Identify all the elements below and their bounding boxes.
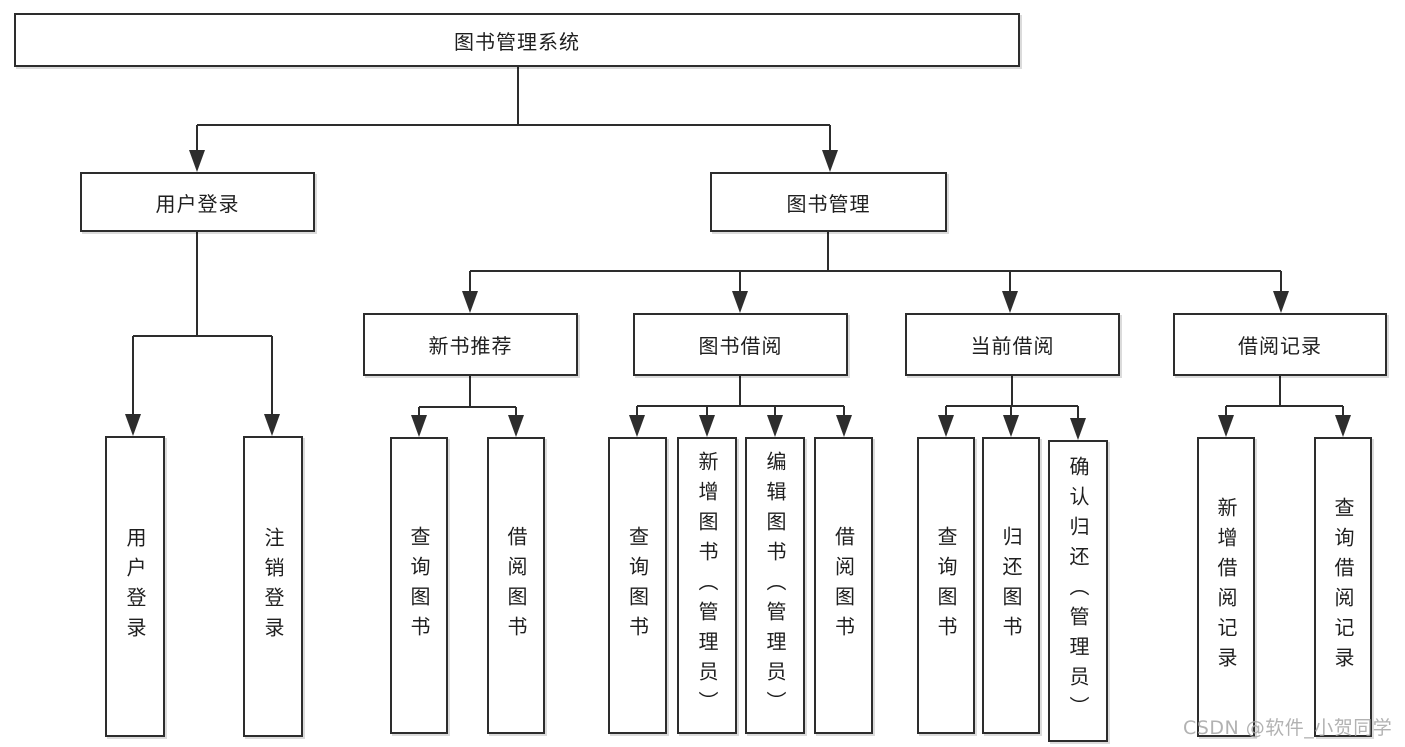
leaf-add-book-admin: 新增图书（管理员） bbox=[677, 437, 737, 734]
leaf-label: 注销登录 bbox=[261, 526, 285, 647]
leaf-label: 确认归还（管理员） bbox=[1066, 456, 1090, 726]
leaf-label: 借阅图书 bbox=[504, 525, 528, 646]
leaf-query-books-newrec: 查询图书 bbox=[390, 437, 448, 734]
leaf-borrow-book: 借阅图书 bbox=[814, 437, 873, 734]
leaf-query-books-current: 查询图书 bbox=[917, 437, 975, 734]
leaf-label: 新增借阅记录 bbox=[1214, 497, 1238, 677]
leaf-logout: 注销登录 bbox=[243, 436, 303, 737]
leaf-label: 编辑图书（管理员） bbox=[763, 450, 787, 721]
node-label: 图书管理 bbox=[786, 191, 871, 216]
leaf-label: 查询图书 bbox=[625, 525, 650, 646]
leaf-return-book: 归还图书 bbox=[982, 437, 1040, 734]
leaf-query-books-borrow: 查询图书 bbox=[608, 437, 667, 734]
leaf-label: 查询图书 bbox=[407, 525, 431, 646]
node-book-borrowing: 图书借阅 bbox=[633, 313, 848, 376]
node-library-management-system: 图书管理系统 bbox=[14, 13, 1020, 67]
node-current-borrowing: 当前借阅 bbox=[905, 313, 1120, 376]
node-label: 图书借阅 bbox=[698, 334, 783, 358]
node-label: 当前借阅 bbox=[970, 334, 1055, 358]
leaf-label: 用户登录 bbox=[123, 526, 147, 647]
node-new-book-recommendation: 新书推荐 bbox=[363, 313, 578, 376]
node-borrowing-records: 借阅记录 bbox=[1173, 313, 1387, 376]
leaf-label: 查询图书 bbox=[934, 525, 958, 646]
leaf-label: 归还图书 bbox=[999, 525, 1023, 646]
leaf-label: 查询借阅记录 bbox=[1331, 497, 1355, 677]
leaf-borrow-books-newrec: 借阅图书 bbox=[487, 437, 545, 734]
node-label: 新书推荐 bbox=[428, 334, 513, 358]
node-user-login-module: 用户登录 bbox=[80, 172, 315, 232]
node-book-management-module: 图书管理 bbox=[710, 172, 947, 232]
arrowheads bbox=[125, 150, 1351, 440]
leaf-label: 新增图书（管理员） bbox=[695, 450, 719, 721]
tree-edges bbox=[132, 66, 1344, 419]
node-label: 用户登录 bbox=[155, 191, 240, 216]
node-label: 图书管理系统 bbox=[454, 29, 580, 54]
leaf-user-login: 用户登录 bbox=[105, 436, 165, 737]
node-label: 借阅记录 bbox=[1238, 334, 1322, 358]
leaf-label: 借阅图书 bbox=[831, 525, 856, 646]
leaf-confirm-return-admin: 确认归还（管理员） bbox=[1048, 440, 1108, 742]
leaf-add-borrow-record: 新增借阅记录 bbox=[1197, 437, 1255, 737]
leaf-edit-book-admin: 编辑图书（管理员） bbox=[745, 437, 805, 734]
csdn-watermark: CSDN @软件_小贺同学 bbox=[1183, 717, 1393, 739]
leaf-query-borrow-record: 查询借阅记录 bbox=[1314, 437, 1372, 737]
